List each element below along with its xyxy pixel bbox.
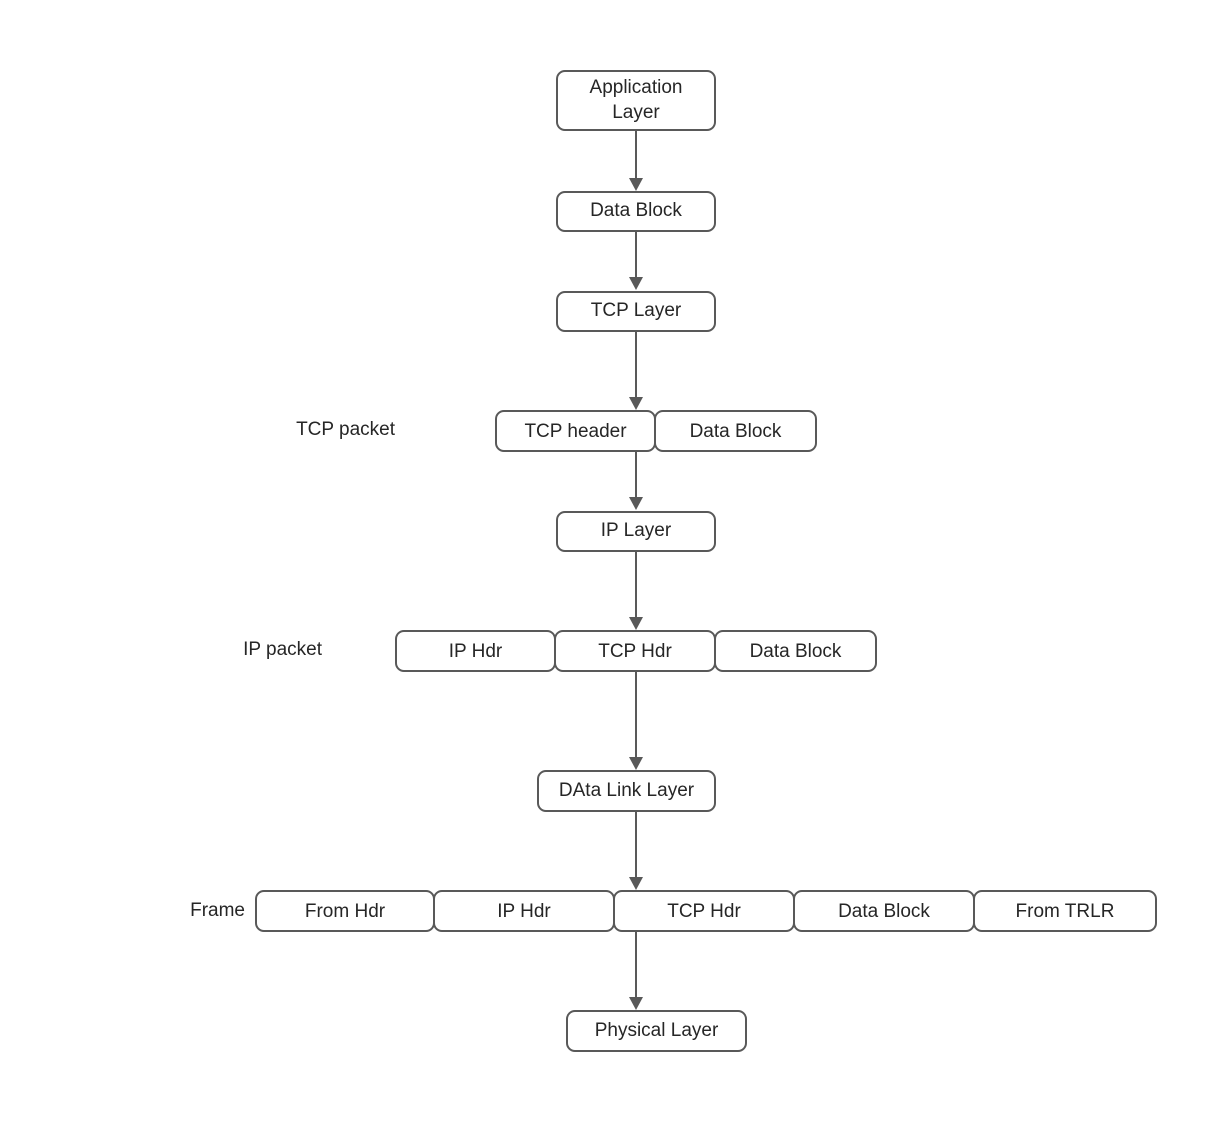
segment-ip-hdr[interactable]: IP Hdr [433,890,615,932]
connector-ip-layer-to-ip-packet [629,552,643,630]
node-physical-layer[interactable]: Physical Layer [566,1010,747,1052]
band-label-ip-packet: IP packet [243,639,322,660]
node-ip-layer[interactable]: IP Layer [556,511,716,552]
segment-from-hdr[interactable]: From Hdr [255,890,435,932]
strip-frame: From Hdr IP Hdr TCP Hdr Data Block From … [255,890,1157,932]
segment-data-block[interactable]: Data Block [654,410,817,452]
connector-frame-to-physical-layer [629,932,643,1010]
connector-data-block-to-tcp-layer [629,232,643,290]
band-label-frame: Frame [190,900,245,921]
segment-data-block[interactable]: Data Block [714,630,877,672]
connector-application-to-data-block [629,131,643,191]
node-application-layer[interactable]: Application Layer [556,70,716,131]
node-data-block[interactable]: Data Block [556,191,716,232]
band-label-tcp-packet: TCP packet [296,419,395,440]
segment-ip-hdr[interactable]: IP Hdr [395,630,556,672]
connector-tcp-packet-to-ip-layer [629,452,643,510]
segment-tcp-hdr[interactable]: TCP Hdr [554,630,716,672]
segment-tcp-header[interactable]: TCP header [495,410,656,452]
strip-tcp-packet: TCP header Data Block [495,410,817,452]
strip-ip-packet: IP Hdr TCP Hdr Data Block [395,630,877,672]
segment-from-trlr[interactable]: From TRLR [973,890,1157,932]
node-data-link-layer[interactable]: DAta Link Layer [537,770,716,812]
connector-tcp-layer-to-tcp-packet [629,332,643,410]
connector-data-link-layer-to-frame [629,812,643,890]
node-tcp-layer[interactable]: TCP Layer [556,291,716,332]
segment-tcp-hdr[interactable]: TCP Hdr [613,890,795,932]
connector-ip-packet-to-data-link-layer [629,672,643,770]
segment-data-block[interactable]: Data Block [793,890,975,932]
